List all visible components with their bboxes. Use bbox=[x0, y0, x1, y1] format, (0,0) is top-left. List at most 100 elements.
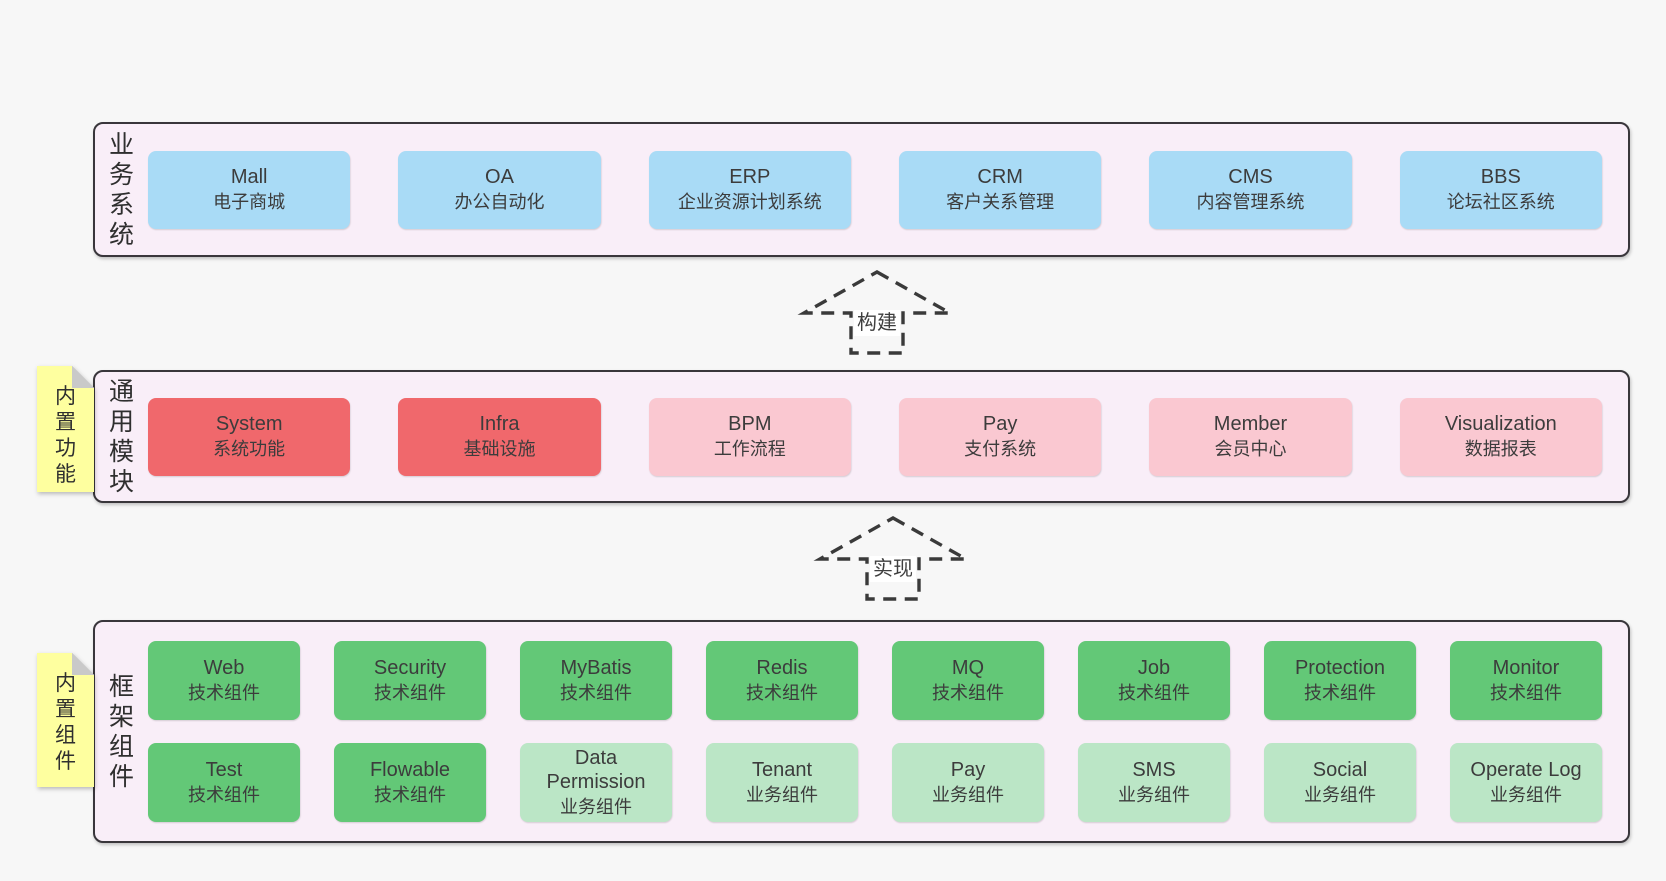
box-security: Security 技术组件 bbox=[334, 641, 486, 720]
box-title: Job bbox=[1137, 657, 1171, 679]
box-subtitle: 业务组件 bbox=[1118, 785, 1190, 805]
box-title: Pay bbox=[950, 759, 986, 781]
band-framework-components: 框架组件 Web 技术组件 Security 技术组件 MyBatis 技术组件… bbox=[93, 620, 1630, 843]
box-subtitle: 技术组件 bbox=[1118, 683, 1190, 703]
box-subtitle: 会员中心 bbox=[1214, 439, 1287, 459]
box-title: Mall bbox=[230, 166, 268, 188]
box-monitor: Monitor 技术组件 bbox=[1450, 641, 1602, 720]
box-title: SMS bbox=[1132, 759, 1176, 781]
box-subtitle: 客户关系管理 bbox=[946, 192, 1055, 212]
tech-components-row: Web 技术组件 Security 技术组件 MyBatis 技术组件 Redi… bbox=[148, 641, 1602, 720]
band-label-framework-components: 框架组件 bbox=[109, 672, 135, 791]
box-job: Job 技术组件 bbox=[1078, 641, 1230, 720]
box-title: Protection bbox=[1294, 657, 1386, 679]
box-erp: ERP 企业资源计划系统 bbox=[648, 150, 851, 229]
box-title: CRM bbox=[977, 166, 1023, 188]
box-subtitle: 技术组件 bbox=[374, 785, 446, 805]
box-subtitle: 支付系统 bbox=[964, 439, 1037, 459]
arrow-build: 构建 bbox=[797, 268, 957, 356]
box-subtitle: 技术组件 bbox=[560, 683, 632, 703]
up-arrow-outline bbox=[813, 516, 973, 601]
sticky-note-fold-corner-icon bbox=[72, 366, 94, 388]
box-sms: SMS 业务组件 bbox=[1078, 743, 1230, 822]
box-title: Tenant bbox=[751, 759, 813, 781]
box-flowable: Flowable 技术组件 bbox=[334, 743, 486, 822]
arrow-build-label: 构建 bbox=[854, 310, 900, 336]
band3-content: Web 技术组件 Security 技术组件 MyBatis 技术组件 Redi… bbox=[134, 622, 1628, 841]
box-title: Security bbox=[373, 657, 447, 679]
box-subtitle: 业务组件 bbox=[932, 785, 1004, 805]
box-title: MyBatis bbox=[560, 657, 632, 679]
box-subtitle: 技术组件 bbox=[188, 785, 260, 805]
box-subtitle: 业务组件 bbox=[1490, 785, 1562, 805]
box-tenant: Tenant 业务组件 bbox=[706, 743, 858, 822]
box-subtitle: 业务组件 bbox=[1304, 785, 1376, 805]
band2-content: System 系统功能 Infra 基础设施 BPM 工作流程 Pay 支付系统… bbox=[134, 372, 1628, 501]
biz-components-row: Test 技术组件 Flowable 技术组件 Data Permission … bbox=[148, 743, 1602, 822]
box-cms: CMS 内容管理系统 bbox=[1149, 150, 1352, 229]
box-title: BBS bbox=[1480, 166, 1521, 188]
band-common-modules: 通用模块 System 系统功能 Infra 基础设施 BPM 工作流程 Pay… bbox=[93, 370, 1630, 503]
box-title: Data Permission bbox=[546, 747, 646, 793]
box-title: Web bbox=[203, 657, 245, 679]
box-social: Social 业务组件 bbox=[1264, 743, 1416, 822]
box-subtitle: 数据报表 bbox=[1464, 439, 1537, 459]
arrow-implement-label: 实现 bbox=[870, 556, 916, 582]
box-subtitle: 技术组件 bbox=[1304, 683, 1376, 703]
box-member: Member 会员中心 bbox=[1149, 397, 1352, 476]
box-operate-log: Operate Log 业务组件 bbox=[1450, 743, 1602, 822]
box-pay: Pay 支付系统 bbox=[898, 397, 1102, 476]
box-protection: Protection 技术组件 bbox=[1264, 641, 1416, 720]
box-redis: Redis 技术组件 bbox=[706, 641, 858, 720]
box-subtitle: 业务组件 bbox=[746, 785, 818, 805]
box-oa: OA 办公自动化 bbox=[398, 150, 601, 229]
box-title: OA bbox=[485, 166, 514, 188]
box-subtitle: 论坛社区系统 bbox=[1446, 192, 1555, 212]
box-subtitle: 内容管理系统 bbox=[1196, 192, 1305, 212]
band-label-common-modules: 通用模块 bbox=[109, 377, 135, 496]
box-subtitle: 企业资源计划系统 bbox=[677, 192, 822, 212]
box-subtitle: 工作流程 bbox=[713, 439, 786, 459]
up-block-arrow-icon bbox=[797, 270, 957, 355]
box-title: Monitor bbox=[1492, 657, 1560, 679]
box-title: Redis bbox=[756, 657, 808, 679]
box-title: Test bbox=[205, 759, 243, 781]
sticky-note-text: 内置功能 bbox=[55, 385, 76, 486]
box-title: CMS bbox=[1228, 166, 1273, 188]
box-subtitle: 电子商城 bbox=[213, 192, 286, 212]
band-label-business-systems: 业务系统 bbox=[109, 130, 135, 249]
box-subtitle: 技术组件 bbox=[1490, 683, 1562, 703]
up-arrow-outline bbox=[797, 270, 957, 355]
box-title: Visualization bbox=[1444, 413, 1557, 435]
arrow-implement: 实现 bbox=[813, 514, 973, 602]
box-subtitle: 技术组件 bbox=[188, 683, 260, 703]
up-block-arrow-icon bbox=[813, 516, 973, 601]
box-visualization: Visualization 数据报表 bbox=[1399, 397, 1602, 476]
box-subtitle: 系统功能 bbox=[213, 439, 286, 459]
box-bbs: BBS 论坛社区系统 bbox=[1399, 150, 1602, 229]
sticky-note-text: 内置组件 bbox=[55, 672, 76, 773]
box-test: Test 技术组件 bbox=[148, 743, 300, 822]
box-mall: Mall 电子商城 bbox=[148, 150, 351, 229]
box-mybatis: MyBatis 技术组件 bbox=[520, 641, 672, 720]
box-title: Operate Log bbox=[1470, 759, 1582, 781]
band1-content: Mall 电子商城 OA 办公自动化 ERP 企业资源计划系统 CRM 客户关系… bbox=[134, 124, 1628, 255]
box-title: Infra bbox=[479, 413, 520, 435]
box-title: Social bbox=[1312, 759, 1368, 781]
sticky-note-fold-corner-icon bbox=[72, 653, 94, 675]
box-data-permission: Data Permission 业务组件 bbox=[520, 743, 672, 822]
box-title: BPM bbox=[728, 413, 772, 435]
box-crm: CRM 客户关系管理 bbox=[898, 150, 1102, 229]
box-subtitle: 技术组件 bbox=[374, 683, 446, 703]
box-title: Pay bbox=[982, 413, 1018, 435]
sticky-note-paper bbox=[37, 653, 94, 787]
band-business-systems: 业务系统 Mall 电子商城 OA 办公自动化 ERP 企业资源计划系统 CRM… bbox=[93, 122, 1630, 257]
box-title: System bbox=[215, 413, 283, 435]
box-subtitle: 技术组件 bbox=[746, 683, 818, 703]
box-title: Flowable bbox=[369, 759, 451, 781]
box-subtitle: 基础设施 bbox=[463, 439, 536, 459]
box-mq: MQ 技术组件 bbox=[892, 641, 1044, 720]
box-subtitle: 办公自动化 bbox=[454, 192, 545, 212]
box-bpm: BPM 工作流程 bbox=[648, 397, 851, 476]
